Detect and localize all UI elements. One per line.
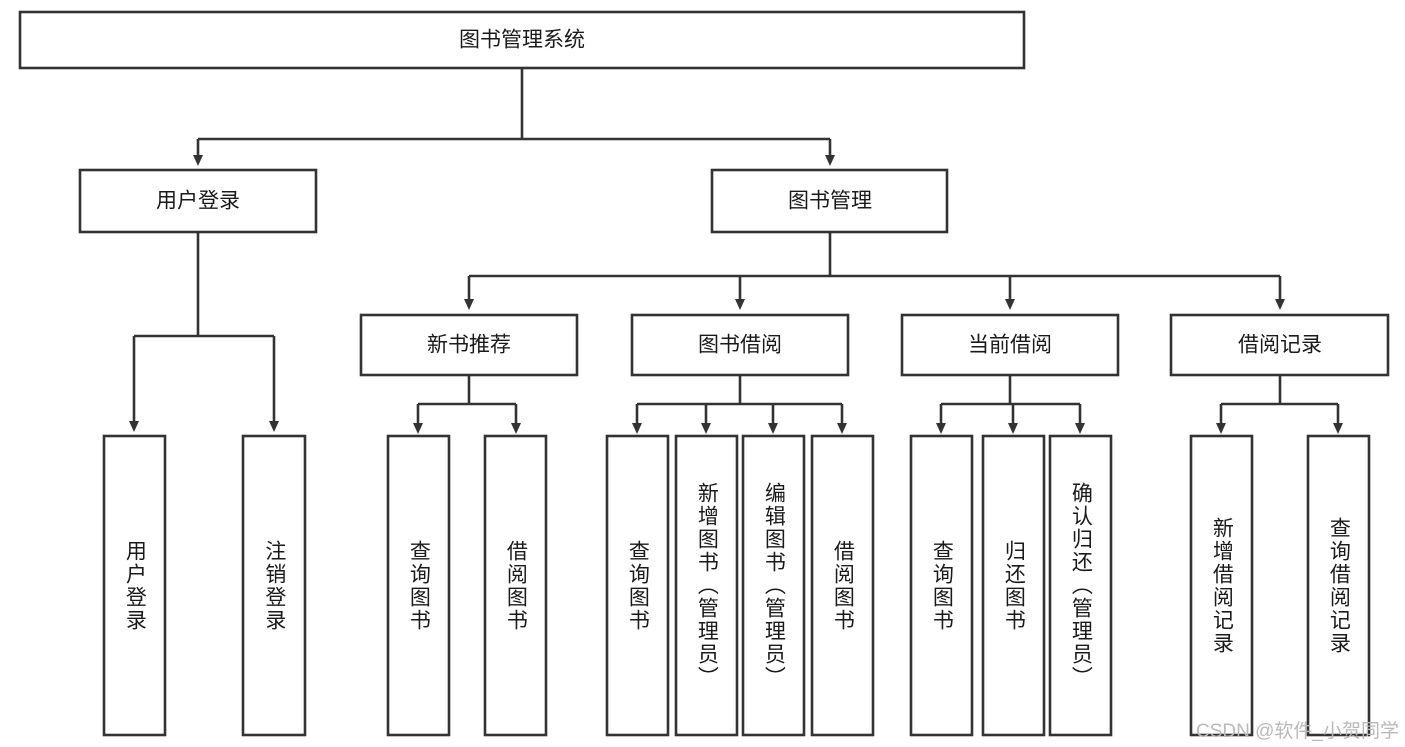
- leaf-rect-edit-book[interactable]: [741, 434, 806, 737]
- leaf-rect-query-book-borrow[interactable]: [605, 434, 670, 737]
- leaf-rect-query-book-rec[interactable]: [386, 434, 451, 737]
- leaf-rect-query-book-cur[interactable]: [909, 434, 974, 737]
- leaf-rect-confirm-return[interactable]: [1048, 434, 1113, 737]
- node-new-book-recommend[interactable]: 新书推荐: [359, 313, 579, 377]
- node-book-borrow[interactable]: 图书借阅: [630, 313, 850, 377]
- node-current-borrow-label: 当前借阅: [968, 334, 1052, 357]
- node-user-login-label: 用户登录: [156, 190, 240, 213]
- leaf-rect-query-record[interactable]: [1306, 434, 1371, 737]
- connector-borrowrecord-to-leaves: [1216, 375, 1343, 434]
- connector-bookborrow-to-leaves: [632, 375, 847, 434]
- node-book-borrow-label: 图书借阅: [698, 334, 782, 357]
- connector-root-to-level2: [193, 68, 835, 166]
- connector-bookmanage-to-level3: [464, 232, 1285, 310]
- node-user-login[interactable]: 用户登录: [78, 168, 318, 234]
- leaf-rect-logout[interactable]: [241, 434, 307, 737]
- leaf-rect-return-book[interactable]: [981, 434, 1046, 737]
- connector-userlogin-to-leaves: [129, 232, 279, 432]
- leaf-rect-borrow-book-rec[interactable]: [483, 434, 548, 737]
- node-new-book-recommend-label: 新书推荐: [427, 334, 511, 357]
- leaf-rect-user-login[interactable]: [102, 434, 167, 737]
- csdn-watermark: CSDN @软件_小贺同学: [1196, 721, 1399, 742]
- node-root-label: 图书管理系统: [459, 29, 585, 52]
- connector-newbook-to-leaves: [413, 375, 521, 434]
- leaf-rect-add-record[interactable]: [1189, 434, 1254, 737]
- leaf-rect-borrow-book[interactable]: [810, 434, 875, 737]
- leaf-rect-group: [102, 434, 1371, 737]
- node-book-manage-label: 图书管理: [788, 190, 872, 213]
- node-borrow-record-label: 借阅记录: [1238, 334, 1322, 357]
- node-current-borrow[interactable]: 当前借阅: [900, 313, 1120, 377]
- connector-currentborrow-to-leaves: [936, 375, 1085, 434]
- node-book-manage[interactable]: 图书管理: [710, 168, 949, 234]
- leaf-rect-add-book[interactable]: [674, 434, 739, 737]
- node-borrow-record[interactable]: 借阅记录: [1169, 313, 1390, 377]
- node-root[interactable]: 图书管理系统: [18, 10, 1026, 70]
